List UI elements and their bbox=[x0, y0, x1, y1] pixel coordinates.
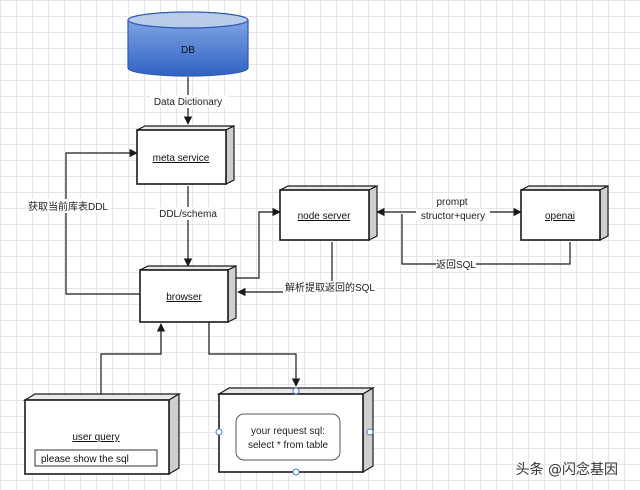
label-structor-query: structor+query bbox=[421, 211, 485, 222]
node-label: meta service bbox=[153, 153, 210, 164]
edge-labels: Data Dictionary DDL/schema 获取当前库表DDL pro… bbox=[26, 95, 490, 294]
node-request-box: your request sql: select * from table bbox=[215, 386, 376, 476]
edge-browser-to-request bbox=[208, 322, 301, 387]
selection-handle[interactable] bbox=[366, 428, 374, 436]
node-user-query[interactable]: user query please show the sql bbox=[22, 392, 182, 476]
selection-handle[interactable] bbox=[292, 468, 300, 476]
node-label: node server bbox=[298, 211, 351, 222]
node-label: browser bbox=[166, 292, 202, 303]
node-meta-service[interactable]: meta service bbox=[136, 125, 235, 185]
sql-callout-line1: your request sql: bbox=[251, 426, 325, 437]
db-label: DB bbox=[181, 45, 195, 56]
sql-callout-line2: select * from table bbox=[248, 440, 328, 451]
user-query-input[interactable] bbox=[34, 449, 158, 467]
label-return-sql: 返回SQL bbox=[436, 259, 476, 271]
selection-handle[interactable] bbox=[292, 387, 300, 395]
db-cylinder: DB bbox=[127, 11, 249, 77]
selection-handle[interactable] bbox=[215, 428, 223, 436]
label-ddl-schema: DDL/schema bbox=[159, 209, 217, 220]
node-browser[interactable]: browser bbox=[139, 265, 237, 323]
edge-user-to-browser bbox=[100, 323, 166, 394]
edge-browser-to-meta bbox=[65, 148, 140, 295]
node-label: openai bbox=[545, 211, 575, 222]
label-get-ddl: 获取当前库表DDL bbox=[28, 200, 108, 213]
edge-browser-to-node bbox=[236, 207, 281, 279]
user-query-input-text: please show the sql bbox=[41, 454, 129, 465]
label-parse-sql: 解析提取返回的SQL bbox=[285, 281, 375, 294]
label-data-dictionary: Data Dictionary bbox=[154, 97, 222, 108]
label-prompt: prompt bbox=[436, 197, 467, 208]
sql-callout bbox=[235, 413, 341, 461]
node-node-server[interactable]: node server bbox=[279, 185, 378, 241]
node-label: user query bbox=[72, 432, 119, 443]
node-openai[interactable]: openai bbox=[520, 185, 609, 241]
edge-openai-return bbox=[401, 214, 571, 265]
watermark: 头条 @闪念基因 bbox=[516, 461, 618, 478]
